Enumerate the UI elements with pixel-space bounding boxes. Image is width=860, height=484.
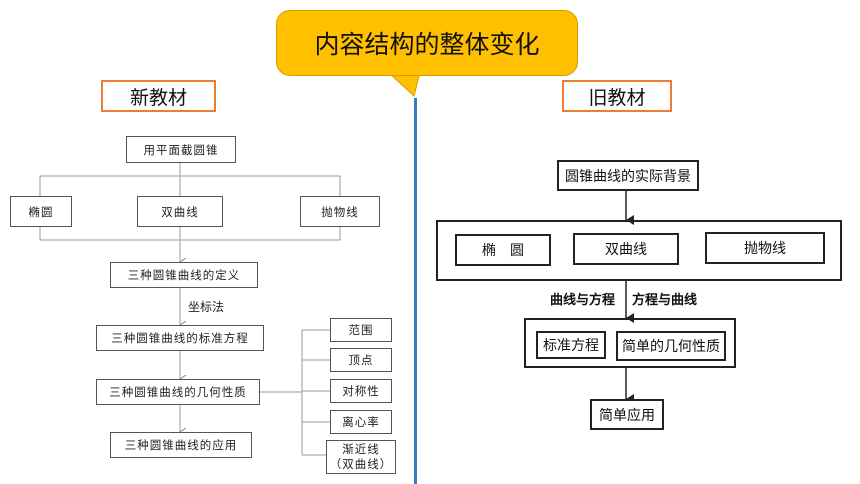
node-parabola: 抛物线 [300, 196, 380, 227]
new-textbook-label: 新教材 [101, 80, 216, 112]
label-equation-to-curve: 方程与曲线 [632, 293, 698, 308]
node-hyperbola: 双曲线 [137, 196, 223, 227]
property-asymptote: 渐近线 （双曲线） [326, 440, 396, 474]
property-range: 范围 [330, 318, 392, 342]
node-definition: 三种圆锥曲线的定义 [110, 262, 258, 288]
node-application: 三种圆锥曲线的应用 [110, 432, 252, 458]
old-node-ellipse: 椭 圆 [455, 234, 551, 266]
section-divider [414, 98, 417, 484]
old-node-parabola: 抛物线 [705, 232, 825, 264]
node-real-background: 圆锥曲线的实际背景 [557, 160, 699, 191]
title-callout: 内容结构的整体变化 [276, 10, 578, 76]
old-node-simple-application: 简单应用 [590, 399, 664, 430]
label-coordinate-method: 坐标法 [188, 300, 225, 314]
property-vertex: 顶点 [330, 348, 392, 372]
node-ellipse: 椭圆 [10, 196, 72, 227]
node-standard-equation: 三种圆锥曲线的标准方程 [96, 325, 264, 351]
curves-group [436, 220, 842, 281]
node-cut-cone: 用平面截圆锥 [126, 136, 236, 163]
properties-group [524, 318, 736, 368]
label-curve-to-equation: 曲线与方程 [550, 293, 616, 308]
asymptote-note: （双曲线） [329, 457, 393, 471]
node-geometric-properties: 三种圆锥曲线的几何性质 [96, 379, 260, 405]
old-node-simple-properties: 简单的几何性质 [616, 331, 726, 361]
old-textbook-label: 旧教材 [562, 80, 672, 112]
asymptote-text: 渐近线 [342, 442, 380, 456]
property-symmetry: 对称性 [330, 379, 392, 403]
old-node-hyperbola: 双曲线 [573, 233, 679, 265]
property-eccentricity: 离心率 [330, 410, 392, 434]
old-node-standard-equation: 标准方程 [536, 331, 606, 359]
